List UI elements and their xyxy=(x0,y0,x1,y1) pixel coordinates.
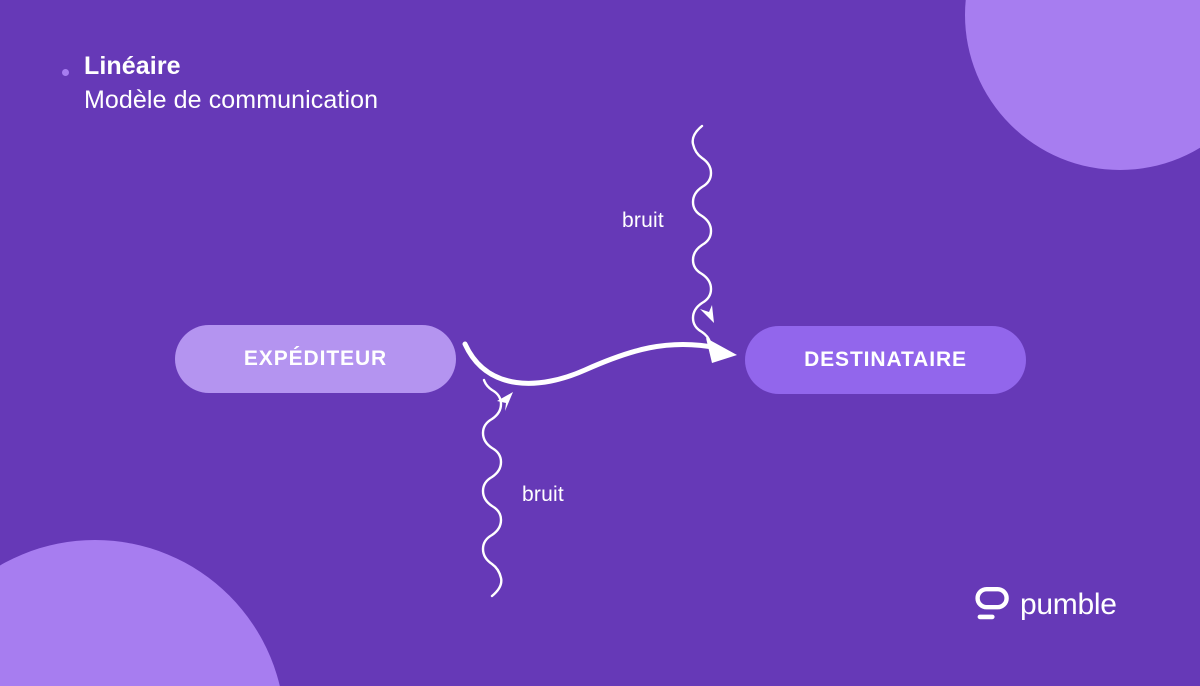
title-main-text: Linéaire xyxy=(84,52,181,80)
title-subtitle-text: Modèle de communication xyxy=(84,86,379,114)
brand-logo: pumble xyxy=(975,586,1117,624)
dot-bullet-icon xyxy=(62,69,69,76)
node-sender: EXPÉDITEUR xyxy=(175,325,456,393)
page-title: Linéaire Modèle de communication xyxy=(62,50,682,116)
node-receiver-label: DESTINATAIRE xyxy=(804,348,967,371)
node-sender-label: EXPÉDITEUR xyxy=(243,347,388,370)
pumble-chat-bubble-icon xyxy=(975,587,1009,620)
noise-label-top: bruit xyxy=(622,209,664,232)
brand-name: pumble xyxy=(1020,588,1117,621)
decorative-circle-bottom-left xyxy=(0,540,285,686)
message-flow-arrow xyxy=(462,338,737,386)
node-receiver: DESTINATAIRE xyxy=(745,326,1026,394)
noise-label-bottom: bruit xyxy=(522,483,564,506)
noise-squiggle-top xyxy=(691,124,714,344)
noise-squiggle-bottom xyxy=(481,378,513,598)
decorative-circle-top-right xyxy=(965,0,1200,170)
